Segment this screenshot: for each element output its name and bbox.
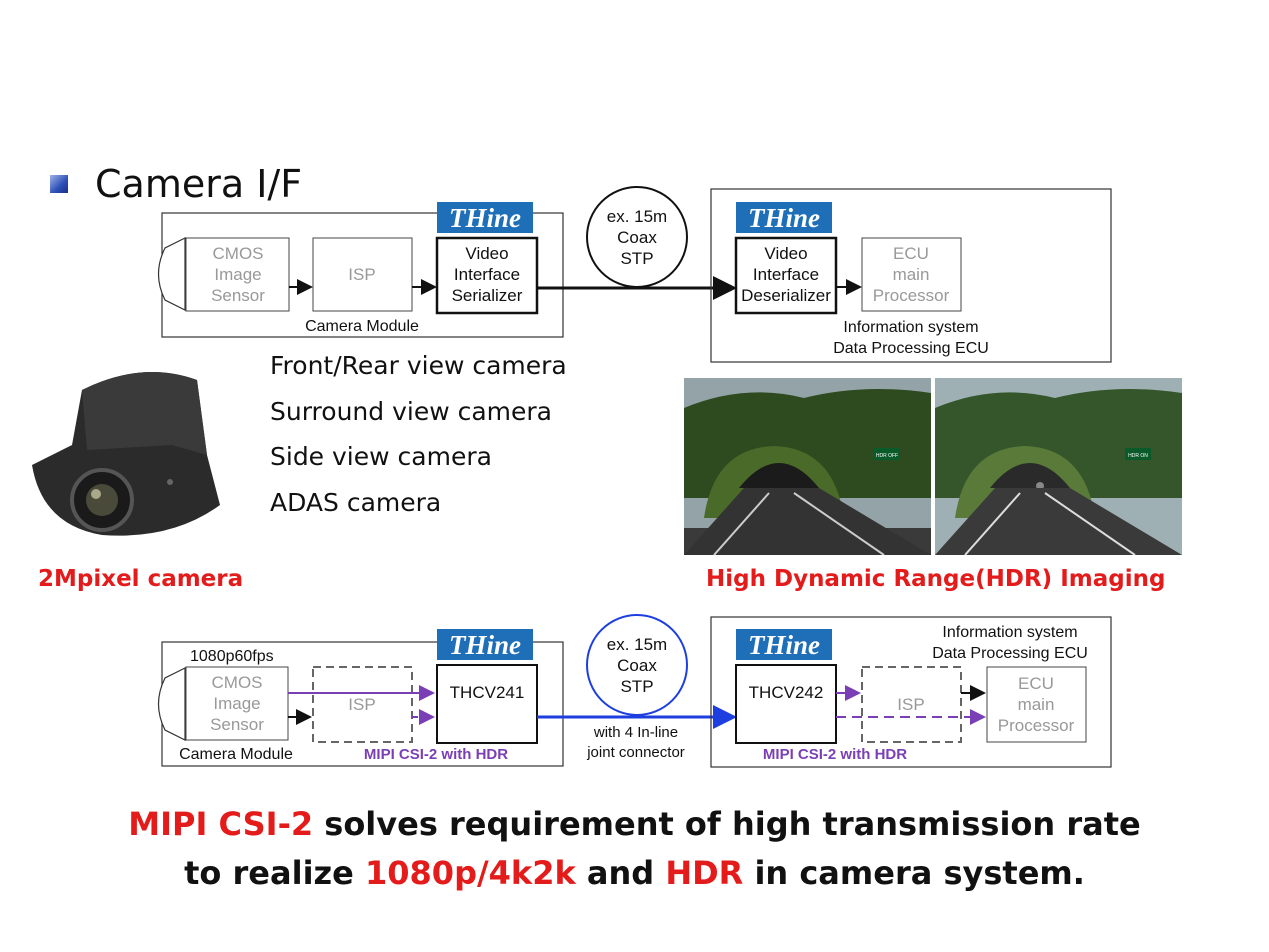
svg-text:HDR OFF: HDR OFF xyxy=(876,453,898,459)
info-system-box xyxy=(710,188,1112,363)
summary-line-2: to realize 1080p/4k2k and HDR in camera … xyxy=(184,854,1085,892)
camera-module-label: Camera Module xyxy=(305,318,419,335)
list-item: Front/Rear view camera xyxy=(270,351,567,380)
thine-logo-icon xyxy=(736,202,832,233)
ecu-box xyxy=(861,237,962,312)
hdr-caption: High Dynamic Range(HDR) Imaging xyxy=(706,566,1166,592)
deserializer-box xyxy=(734,236,838,315)
lens-icon xyxy=(157,237,186,311)
isp-box xyxy=(312,237,413,312)
hdr-off-photo: HDR OFF xyxy=(684,378,931,555)
camera-photo xyxy=(22,355,257,555)
list-item: Side view camera xyxy=(270,442,492,471)
isp-label: ISP xyxy=(348,265,375,284)
list-item: ADAS camera xyxy=(270,487,442,517)
hdr-on-photo: HDR ON xyxy=(935,378,1182,555)
cable-circle xyxy=(586,186,688,288)
svg-text:THine: THine xyxy=(748,203,820,233)
summary-line-1: MIPI CSI-2 solves requirement of high tr… xyxy=(128,805,1141,843)
svg-text:THine: THine xyxy=(449,203,521,233)
hdr-comparison-photos: HDR OFF HDR ON xyxy=(684,378,1182,555)
page-title: Camera I/F xyxy=(95,162,303,206)
camera-use-list: Front/Rear view camera Surround view cam… xyxy=(270,343,567,525)
serializer-box xyxy=(435,236,539,315)
cmos-box xyxy=(185,237,290,312)
bullet-square-icon xyxy=(50,175,68,193)
thine-logo-icon xyxy=(437,202,533,233)
list-item: Surround view camera xyxy=(270,396,552,426)
svg-text:HDR ON: HDR ON xyxy=(1128,453,1148,459)
camera-caption: 2Mpixel camera xyxy=(38,566,244,592)
